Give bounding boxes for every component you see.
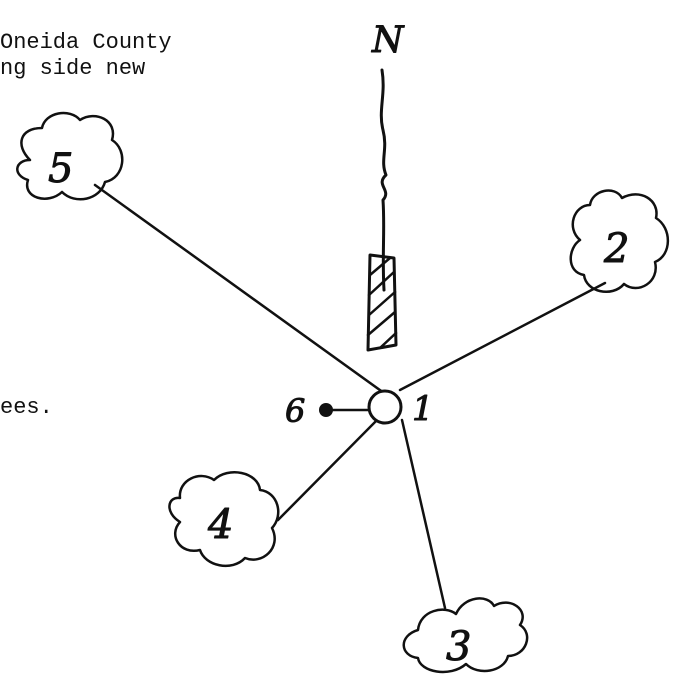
tree-cloud-4: 4 xyxy=(168,471,280,568)
north-arrow: N xyxy=(366,20,406,352)
line-to-3 xyxy=(400,418,447,610)
cloud-5-outline xyxy=(16,111,124,201)
station-6-label: 6 xyxy=(285,392,305,430)
station-1-label: 1 xyxy=(412,389,434,429)
north-arrow-hatching xyxy=(366,256,398,350)
line-to-4 xyxy=(276,410,387,522)
tree-cloud-5: 5 xyxy=(16,111,124,201)
tree-cloud-3: 3 xyxy=(402,597,529,674)
cloud-2-outline xyxy=(569,189,670,294)
station-5-label: 5 xyxy=(48,146,73,192)
line-to-5 xyxy=(93,183,386,395)
north-arrow-shaft xyxy=(379,68,388,292)
cloud-3-outline xyxy=(402,597,529,674)
stake-dot xyxy=(319,403,333,417)
station-2-label: 2 xyxy=(603,226,629,272)
typed-text-line-2: ng side new xyxy=(0,56,146,81)
cloud-4-outline xyxy=(168,471,280,568)
station-4-label: 4 xyxy=(207,502,233,548)
spoke-lines xyxy=(93,183,607,610)
line-to-2 xyxy=(398,281,607,392)
typed-text-line-1: Oneida County xyxy=(0,30,172,55)
station-3-label: 3 xyxy=(446,624,471,670)
tree-cloud-2: 2 xyxy=(569,189,670,294)
center-station-circle xyxy=(367,389,403,425)
typed-text-line-3: ees. xyxy=(0,395,53,420)
north-arrow-head xyxy=(366,253,398,352)
north-label: N xyxy=(371,20,405,61)
